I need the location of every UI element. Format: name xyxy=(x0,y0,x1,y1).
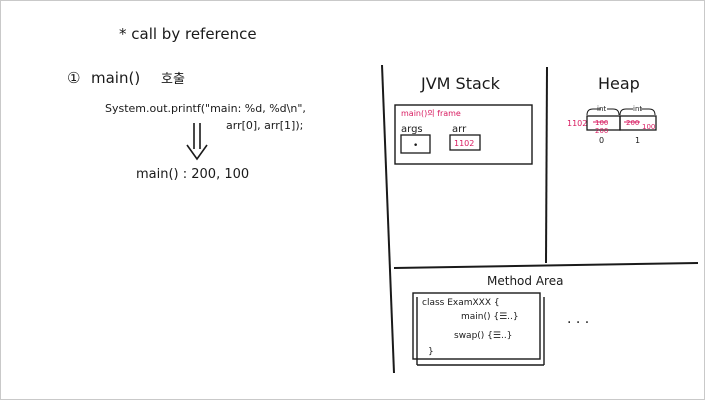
cell-1-new-value: 100 xyxy=(642,123,655,131)
var-args-slot xyxy=(400,134,431,154)
heap-cell-1 xyxy=(619,115,657,131)
step-label: main() xyxy=(91,69,140,87)
var-args-name: args xyxy=(401,124,423,135)
step-number: ① xyxy=(67,69,80,87)
var-args-value: • xyxy=(413,141,418,151)
down-arrow-icon xyxy=(186,123,208,161)
var-arr-slot xyxy=(449,134,481,151)
method-area-ellipsis: · · · xyxy=(567,315,589,331)
method-line-class: class ExamXXX { xyxy=(422,298,500,308)
area-dividers xyxy=(381,64,699,374)
code-line-2: arr[0], arr[1]); xyxy=(226,119,303,132)
var-arr-name: arr xyxy=(452,124,467,135)
jvm-stack-title: JVM Stack xyxy=(420,74,501,93)
int-braces xyxy=(586,108,656,116)
notes-title: * call by reference xyxy=(119,25,257,43)
cell-0-old-value: 100 xyxy=(595,119,608,127)
cell-1-index: 1 xyxy=(635,136,640,145)
heap-address: 1102 xyxy=(567,119,587,128)
cell-1-old-value: 200 xyxy=(626,119,639,127)
method-line-close: } xyxy=(428,347,434,357)
cell-0-index: 0 xyxy=(599,136,604,145)
result-line: main() : 200, 100 xyxy=(136,167,249,182)
cell-0-new-value: 200 xyxy=(595,127,608,135)
method-line-swap: swap() {☰..} xyxy=(454,331,512,341)
method-line-main: main() {☰..} xyxy=(461,312,519,322)
main-frame-label: main()의 frame xyxy=(401,108,461,118)
var-arr-value: 1102 xyxy=(454,139,474,148)
step-korean: 호출 xyxy=(161,72,185,87)
code-line-1: System.out.printf("main: %d, %d\n", xyxy=(105,102,306,115)
main-frame-box xyxy=(394,104,533,165)
method-area-box xyxy=(412,292,545,366)
heap-title: Heap xyxy=(598,74,640,93)
cell-1-type: int xyxy=(633,105,642,113)
cell-0-type: int xyxy=(597,105,606,113)
method-area-title: Method Area xyxy=(487,274,563,288)
